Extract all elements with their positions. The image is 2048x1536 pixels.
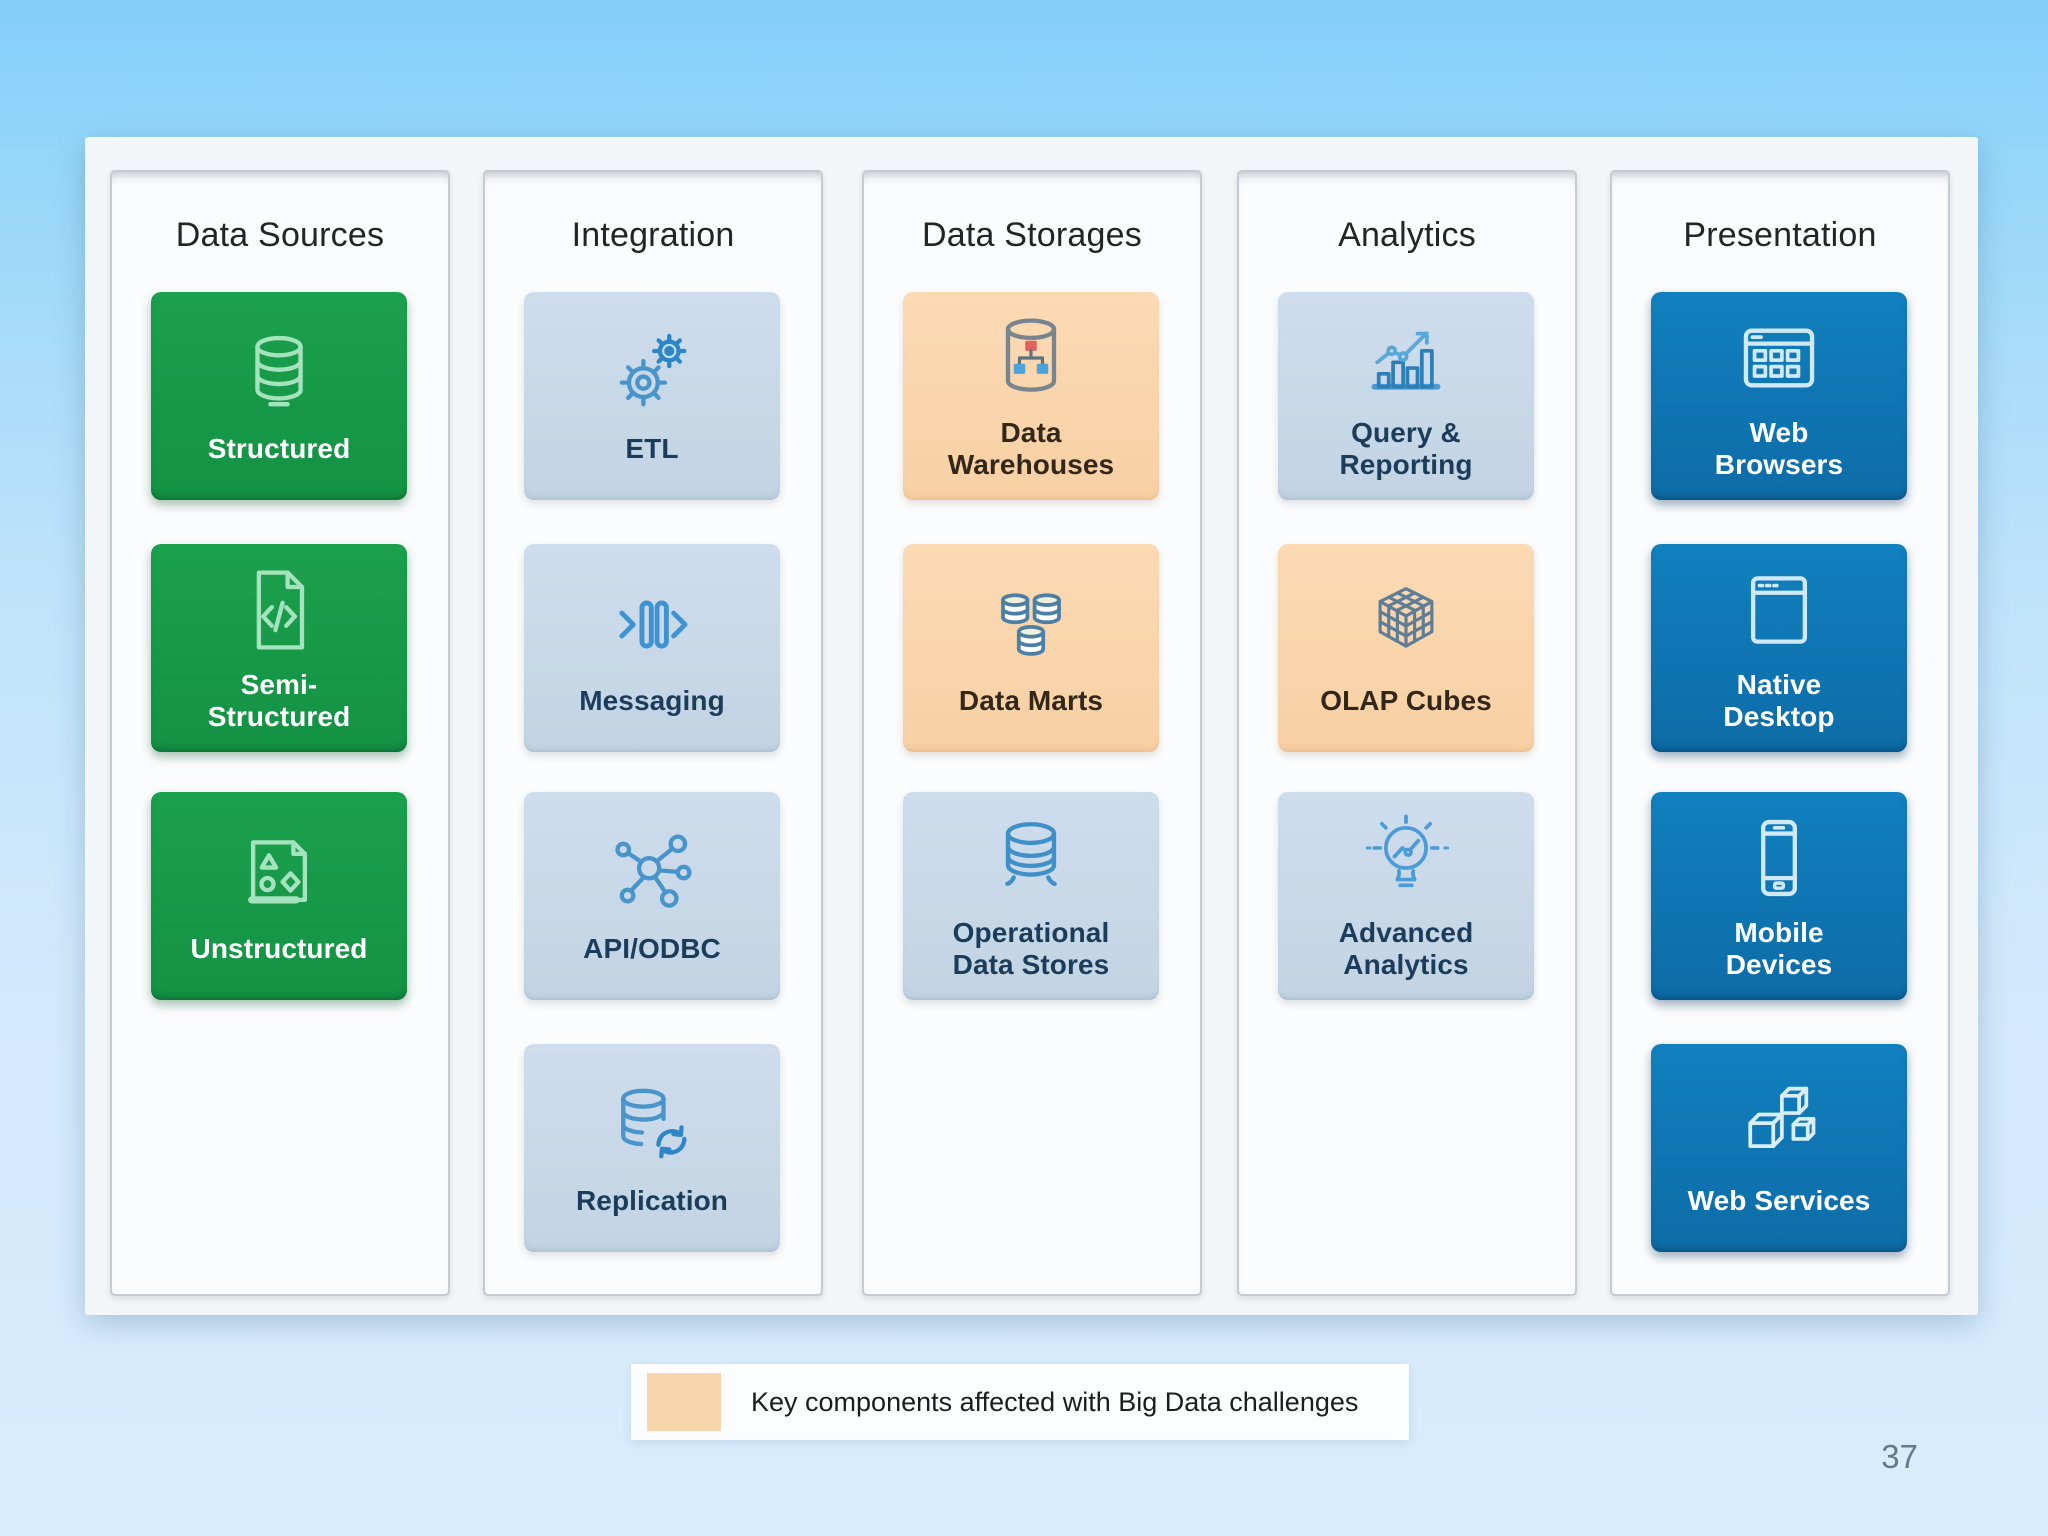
- box-data-marts: Data Marts: [903, 544, 1159, 752]
- box-api-odbc: API/ODBC: [524, 792, 780, 1000]
- olap-cube-icon: [1360, 580, 1452, 672]
- database-sync-icon: [606, 1080, 698, 1172]
- box-label: Mobile Devices: [1725, 916, 1833, 980]
- box-label: Semi- Structured: [207, 668, 351, 732]
- code-document-icon: [233, 564, 325, 656]
- smartphone-icon: [1733, 812, 1825, 904]
- box-label: Data Marts: [958, 684, 1104, 716]
- column-title: Data Sources: [175, 216, 385, 254]
- column-data-storages: Data Storages Data Warehouses: [862, 170, 1202, 1296]
- warehouse-database-icon: [985, 312, 1077, 404]
- media-file-icon: [233, 828, 325, 920]
- legend: Key components affected with Big Data ch…: [631, 1364, 1409, 1440]
- column-presentation: Presentation Web Browse: [1610, 170, 1950, 1296]
- box-label: Operational Data Stores: [952, 916, 1110, 980]
- box-native-desktop: Native Desktop: [1651, 544, 1907, 752]
- box-messaging: Messaging: [524, 544, 780, 752]
- box-label: API/ODBC: [583, 932, 721, 964]
- box-structured: Structured: [151, 292, 407, 500]
- box-label: Query & Reporting: [1339, 416, 1473, 480]
- box-replication: Replication: [524, 1044, 780, 1252]
- gears-icon: [606, 328, 698, 420]
- box-label: Native Desktop: [1723, 668, 1835, 732]
- box-web-services: Web Services: [1651, 1044, 1907, 1252]
- box-advanced-analytics: Advanced Analytics: [1278, 792, 1534, 1000]
- column-title: Data Storages: [922, 216, 1142, 254]
- column-analytics: Analytics Query & Reporting: [1237, 170, 1577, 1296]
- box-label: Unstructured: [190, 932, 368, 964]
- browser-icon: [1733, 312, 1825, 404]
- box-label: Web Browsers: [1714, 416, 1844, 480]
- box-query-reporting: Query & Reporting: [1278, 292, 1534, 500]
- box-etl: ETL: [524, 292, 780, 500]
- box-data-warehouses: Data Warehouses: [903, 292, 1159, 500]
- box-unstructured: Unstructured: [151, 792, 407, 1000]
- box-label: ETL: [625, 432, 679, 464]
- box-label: Structured: [207, 432, 351, 464]
- insight-bulb-icon: [1360, 812, 1452, 904]
- box-label: Advanced Analytics: [1338, 916, 1474, 980]
- network-icon: [606, 828, 698, 920]
- box-olap-cubes: OLAP Cubes: [1278, 544, 1534, 752]
- box-label: Data Warehouses: [947, 416, 1115, 480]
- box-label: Web Services: [1687, 1184, 1871, 1216]
- box-label: Replication: [575, 1184, 728, 1216]
- column-integration: Integration ETL: [483, 170, 823, 1296]
- cubes-icon: [1733, 1080, 1825, 1172]
- box-semi-structured: Semi- Structured: [151, 544, 407, 752]
- box-mobile-devices: Mobile Devices: [1651, 792, 1907, 1000]
- box-label: Messaging: [579, 684, 725, 716]
- legend-swatch: [647, 1373, 721, 1431]
- message-queue-icon: [606, 580, 698, 672]
- page-number: 37: [1881, 1438, 1918, 1475]
- bar-chart-icon: [1360, 312, 1452, 404]
- legend-text: Key components affected with Big Data ch…: [751, 1386, 1359, 1417]
- column-title: Analytics: [1338, 216, 1476, 254]
- data-marts-icon: [985, 580, 1077, 672]
- column-data-sources: Data Sources Structured: [110, 170, 450, 1296]
- database-icon: [233, 328, 325, 420]
- column-title: Integration: [571, 216, 735, 254]
- box-label: OLAP Cubes: [1320, 684, 1492, 716]
- box-web-browsers: Web Browsers: [1651, 292, 1907, 500]
- database-stack-icon: [985, 812, 1077, 904]
- column-title: Presentation: [1683, 216, 1877, 254]
- box-operational-data-stores: Operational Data Stores: [903, 792, 1159, 1000]
- desktop-window-icon: [1733, 564, 1825, 656]
